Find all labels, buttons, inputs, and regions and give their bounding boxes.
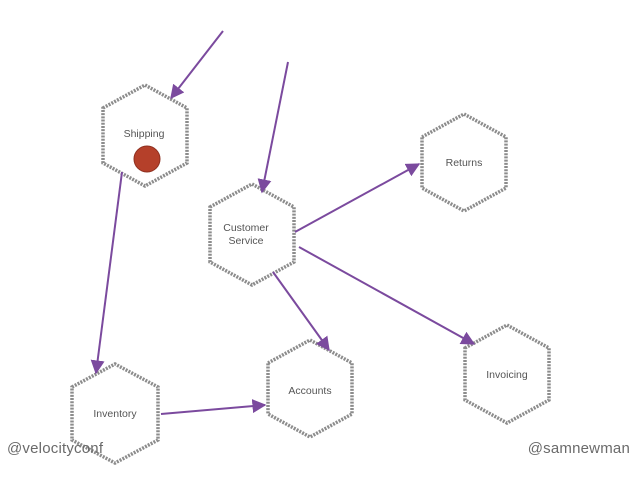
accounts-hexagon [266,338,354,439]
service-invoicing: Invoicing [463,323,551,425]
returns-label: Returns [446,157,483,169]
returns-hexagon [420,112,508,213]
velocityconf-handle: @velocityconf [7,440,104,457]
inventory-hexagon [70,362,160,465]
samnewman-handle: @samnewman [527,440,630,457]
service-inventory: Inventory [70,362,160,465]
invoicing-hexagon [463,323,551,425]
customer-service-label-line2: Service [228,235,263,247]
service-shipping: Shipping [101,83,189,188]
service-returns: Returns [420,112,508,213]
arrow-customer-service-to-invoicing [298,246,476,345]
customer-service-hexagon [208,182,296,287]
service-customer-service: Customer Service [208,182,296,287]
arrow-incoming-customer-service [257,61,289,194]
arrow-shipping-to-inventory [90,171,123,375]
shipping-label: Shipping [124,128,165,140]
arrow-incoming-shipping [170,30,224,100]
failure-marker [133,145,161,173]
arrow-customer-service-to-accounts [272,271,330,352]
arrow-inventory-to-accounts [160,399,267,415]
inventory-label: Inventory [93,408,137,420]
invoicing-label: Invoicing [486,369,528,381]
arrow-customer-service-to-returns [294,163,421,233]
service-accounts: Accounts [266,338,354,439]
arrows [90,30,476,415]
customer-service-label-line1: Customer [223,222,269,234]
shipping-hexagon [101,83,189,188]
accounts-label: Accounts [288,385,331,397]
